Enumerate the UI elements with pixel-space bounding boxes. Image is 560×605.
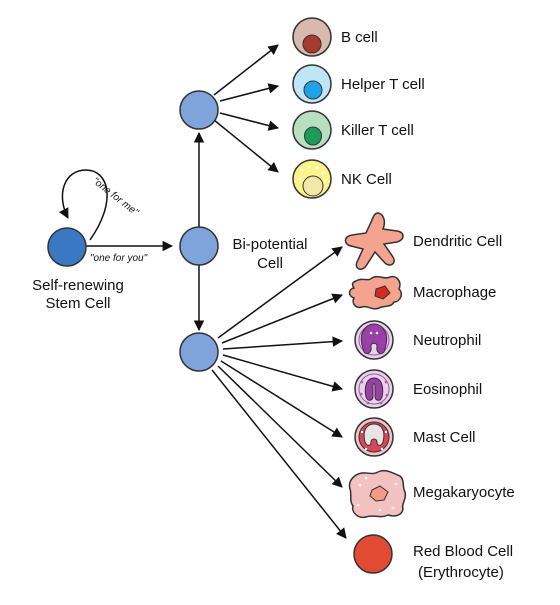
arrow-to-dendritic-cell: [217, 246, 343, 339]
megakaryocyte-label: Megakaryocyte: [413, 484, 515, 501]
arrow-to-red-blood-cell: [211, 369, 347, 539]
b-cell-label: B cell: [341, 29, 378, 46]
arrows: [58, 44, 347, 539]
myeloid-progenitor-icon: [179, 332, 219, 372]
one-for-you-label: "one for you": [90, 253, 148, 264]
self-renew-loop-arrow: [58, 169, 108, 241]
helper-t-cell-label: Helper T cell: [341, 76, 425, 93]
arrow-to-megakaryocyte: [217, 365, 343, 488]
arrow-to-eosinophil: [222, 354, 344, 392]
macrophage-label: Macrophage: [413, 284, 496, 301]
bipotential-label-line2: Cell: [257, 255, 283, 272]
neutrophil-icon: [354, 320, 394, 360]
arrow-to-neutrophil: [222, 336, 344, 350]
one-for-me-label: "one for me": [90, 176, 140, 219]
bipotential-label-line1: Bi-potential: [232, 236, 307, 253]
neutrophil-label: Neutrophil: [413, 332, 481, 349]
arrow-to-macrophage: [221, 293, 343, 344]
arrow-to-helper-t-cell: [219, 83, 280, 102]
stem-cell-label-line1: Self-renewing: [32, 277, 124, 294]
eosinophil-icon: [354, 369, 394, 409]
dendritic-cell-label: Dendritic Cell: [413, 233, 502, 250]
killer-t-cell-label: Killer T cell: [341, 122, 414, 139]
arrow-to-killer-t-cell: [219, 112, 280, 131]
dendritic-cell-icon: [344, 212, 404, 270]
nk-cell-icon: [292, 159, 332, 199]
b-cell-icon: [292, 17, 332, 57]
red-blood-cell-label-line1: Red Blood Cell: [413, 543, 513, 560]
red-blood-cell-label-line2: (Erythrocyte): [418, 564, 504, 581]
bipotential-cell-icon: [179, 226, 219, 266]
lymphoid-progenitor-icon: [179, 90, 219, 130]
helper-t-cell-icon: [292, 64, 332, 104]
arrow-to-b-cell: [213, 44, 279, 96]
mast-cell-label: Mast Cell: [413, 429, 476, 446]
arrow-to-nk-cell: [213, 119, 279, 173]
nk-cell-label: NK Cell: [341, 171, 392, 188]
mast-cell-icon: [354, 417, 394, 457]
macrophage-icon: [348, 275, 402, 310]
eosinophil-label: Eosinophil: [413, 381, 482, 398]
red-blood-cell-icon: [353, 534, 393, 574]
stem-cell-icon: [47, 227, 87, 267]
killer-t-cell-icon: [292, 110, 332, 150]
arrow-to-mast-cell: [220, 360, 343, 438]
megakaryocyte-icon: [348, 469, 407, 519]
stem-cell-label-line2: Stem Cell: [45, 295, 110, 312]
